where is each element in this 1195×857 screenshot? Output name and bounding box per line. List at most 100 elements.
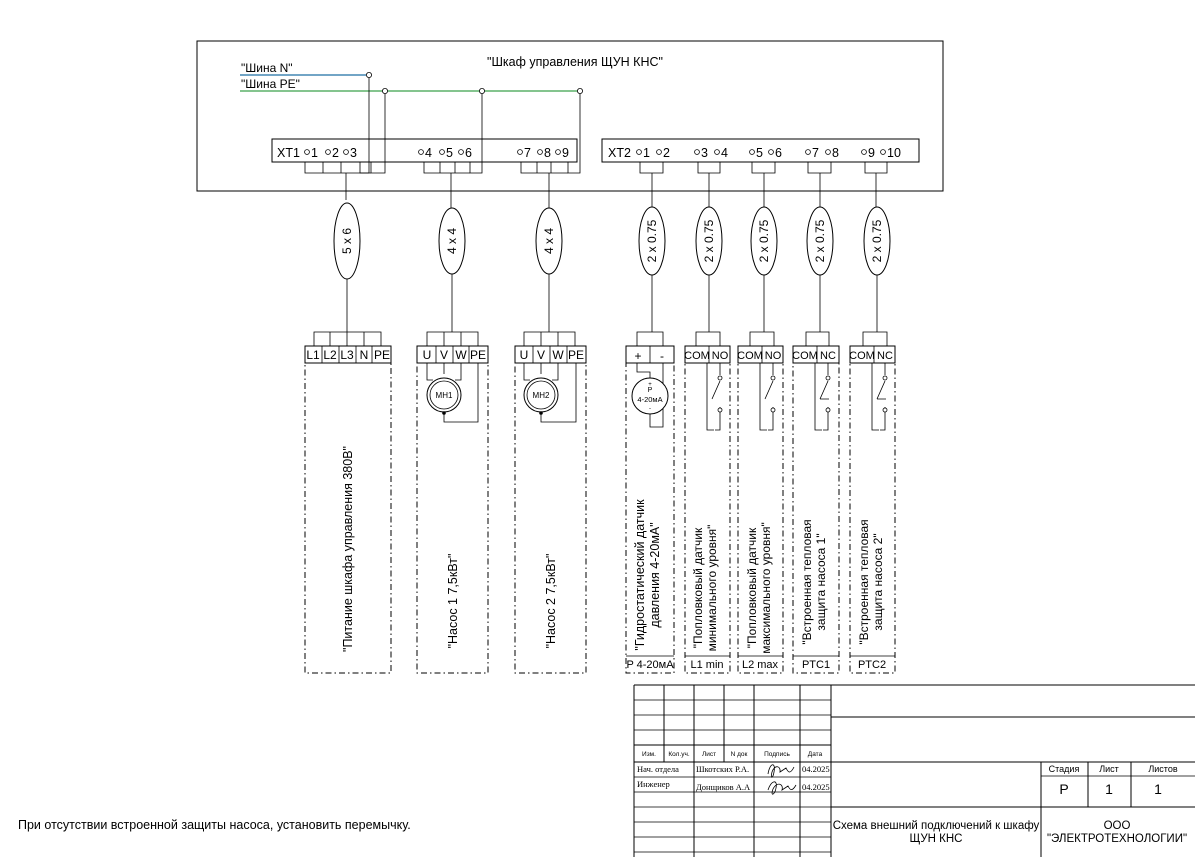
- xt2-terminal-label-7: 7: [812, 146, 819, 160]
- pin-com: COM: [792, 350, 818, 362]
- xt1-terminal-label-6: 6: [465, 146, 472, 160]
- device-name-1: "Попловковый датчик: [691, 527, 705, 648]
- device-level-max: COM NO "Попловковый датчик максимального…: [737, 345, 784, 674]
- pe-wire-3: [567, 94, 581, 174]
- device-name-2: давления 4-20мА": [648, 522, 662, 627]
- pin-n: N: [360, 348, 369, 362]
- switch-nc-icon: [871, 363, 886, 431]
- xt2-terminal-label-10: 10: [887, 146, 901, 160]
- org-line-2: "ЭЛЕКТРОТЕХНОЛОГИИ": [1047, 833, 1187, 845]
- switch-no-icon: [706, 363, 721, 431]
- col-header-podpis: Подпись: [764, 751, 790, 758]
- cabinet-frame: [196, 40, 944, 192]
- device-frame: [514, 345, 587, 674]
- pin-w: W: [552, 348, 564, 362]
- xt1-terminals: 1 2 3 4 5 6 7 8 9: [304, 146, 569, 160]
- pin-no: NO: [765, 350, 782, 362]
- xt2-terminal-label-1: 1: [643, 146, 650, 160]
- device-name-1: "Встроенная тепловая: [857, 519, 871, 644]
- device-wire-bundles: [313, 274, 888, 346]
- bundle-power: [304, 162, 371, 200]
- xt1-terminal-label-1: 1: [311, 146, 318, 160]
- pin-block: [684, 345, 731, 364]
- pin-v: V: [440, 348, 448, 362]
- col-header-n-dok: N док: [731, 751, 748, 758]
- cabinet-wire-bundles: [304, 162, 888, 210]
- bus-pe-clamp-3: [577, 88, 584, 95]
- wires-pump2: [523, 274, 576, 346]
- device-power-supply: L1 L2 L3 N PE "Питание шкафа управления …: [304, 345, 392, 674]
- device-name-1: "Попловковый датчик: [745, 527, 759, 648]
- pin-v: V: [537, 348, 545, 362]
- xt2-terminal-2: [656, 149, 662, 155]
- xt2-label: XT2: [608, 146, 631, 160]
- device-pump-1: U V W PE МН1 "Насос 1 7,5кВт": [416, 345, 489, 674]
- pin-u: U: [423, 348, 432, 362]
- sheet-value: 1: [1105, 781, 1113, 797]
- bundle-ptc1: [807, 162, 832, 210]
- org-line-1: ООО: [1104, 820, 1131, 832]
- sensor-p: P: [648, 387, 653, 394]
- xt2-terminal-3: [694, 149, 700, 155]
- wires-ptc1: [805, 275, 830, 346]
- device-tag: PTC1: [802, 659, 830, 671]
- cable-label-level-min: 2 x 0.75: [702, 219, 716, 262]
- device-ptc-2: COM NC "Встроенная тепловая защита насос…: [849, 345, 896, 674]
- device-name-2: защита насоса 2": [871, 533, 885, 630]
- xt1-terminal-4: [418, 149, 424, 155]
- pin-nc: NC: [877, 350, 893, 362]
- xt1-terminal-2: [325, 149, 331, 155]
- xt2-terminal-6: [768, 149, 774, 155]
- bus-pe-label: "Шина PE": [241, 77, 300, 91]
- device-name: "Насос 2 7,5кВт": [544, 554, 558, 649]
- pin-plus: +: [634, 349, 641, 363]
- xt2-strip: [601, 138, 920, 163]
- pin-pe: PE: [374, 348, 390, 362]
- xt2-terminals: 1 2 3 4 5 6 7 8 9 10: [636, 146, 901, 160]
- date-head: 04.2025: [802, 764, 830, 774]
- xt1-label: XT1: [277, 146, 300, 160]
- motor-label: МН1: [436, 391, 453, 400]
- sensor-plus: +: [648, 382, 652, 388]
- xt1-terminal-label-2: 2: [332, 146, 339, 160]
- xt2-terminal-8: [825, 149, 831, 155]
- pin-pe: PE: [470, 348, 486, 362]
- sheet-header: Лист: [1099, 764, 1119, 774]
- control-cabinet: "Шкаф управления ЩУН КНС" "Шина N" "Шина…: [196, 40, 944, 192]
- bundle-ptc2: [864, 162, 888, 210]
- pin-block: [416, 345, 489, 364]
- xt2-terminal-label-6: 6: [775, 146, 782, 160]
- xt1-terminal-6: [458, 149, 464, 155]
- sensor-minus: -: [649, 406, 651, 412]
- sheets-header: Листов: [1148, 764, 1177, 774]
- date-engineer: 04.2025: [802, 782, 830, 792]
- role-head: Нач. отдела: [637, 764, 679, 774]
- col-header-kol-uch: Кол.уч.: [668, 751, 689, 758]
- title-block: Изм. Кол.уч. Лист N док Подпись Дата Нач…: [633, 684, 1195, 857]
- bus-pe-clamp-2: [478, 88, 485, 95]
- pin-block: [792, 345, 840, 364]
- wires-pump1: [426, 274, 479, 346]
- col-header-list: Лист: [702, 751, 716, 758]
- device-name-2: минимального уровня": [705, 525, 719, 652]
- cable-label-pressure: 2 x 0.75: [645, 219, 659, 262]
- device-name: "Насос 1 7,5кВт": [446, 554, 460, 649]
- cable-label-power: 5 x 6: [340, 228, 354, 254]
- device-pump-2: U V W PE МН2 "Насос 2 7,5кВт": [514, 345, 587, 674]
- cable-label-ptc2: 2 x 0.75: [870, 219, 884, 262]
- sheets-value: 1: [1154, 781, 1162, 797]
- footnote: При отсутствии встроенной защиты насоса,…: [18, 818, 411, 832]
- signature-1: [767, 764, 795, 778]
- pin-block: [514, 345, 587, 364]
- wires-power: [313, 279, 382, 346]
- xt2-terminal-label-8: 8: [832, 146, 839, 160]
- doc-title-line-2: ЩУН КНС: [910, 833, 963, 845]
- xt1-terminal-1: [304, 149, 310, 155]
- pressure-sensor-icon: [631, 377, 669, 415]
- bundle-level-min: [697, 162, 721, 210]
- cabinet-title: "Шкаф управления ЩУН КНС": [487, 55, 663, 69]
- xt2-terminal-label-9: 9: [868, 146, 875, 160]
- bus-pe-clamp-1: [381, 88, 388, 95]
- xt2-terminal-label-5: 5: [756, 146, 763, 160]
- bundle-level-max: [751, 162, 776, 210]
